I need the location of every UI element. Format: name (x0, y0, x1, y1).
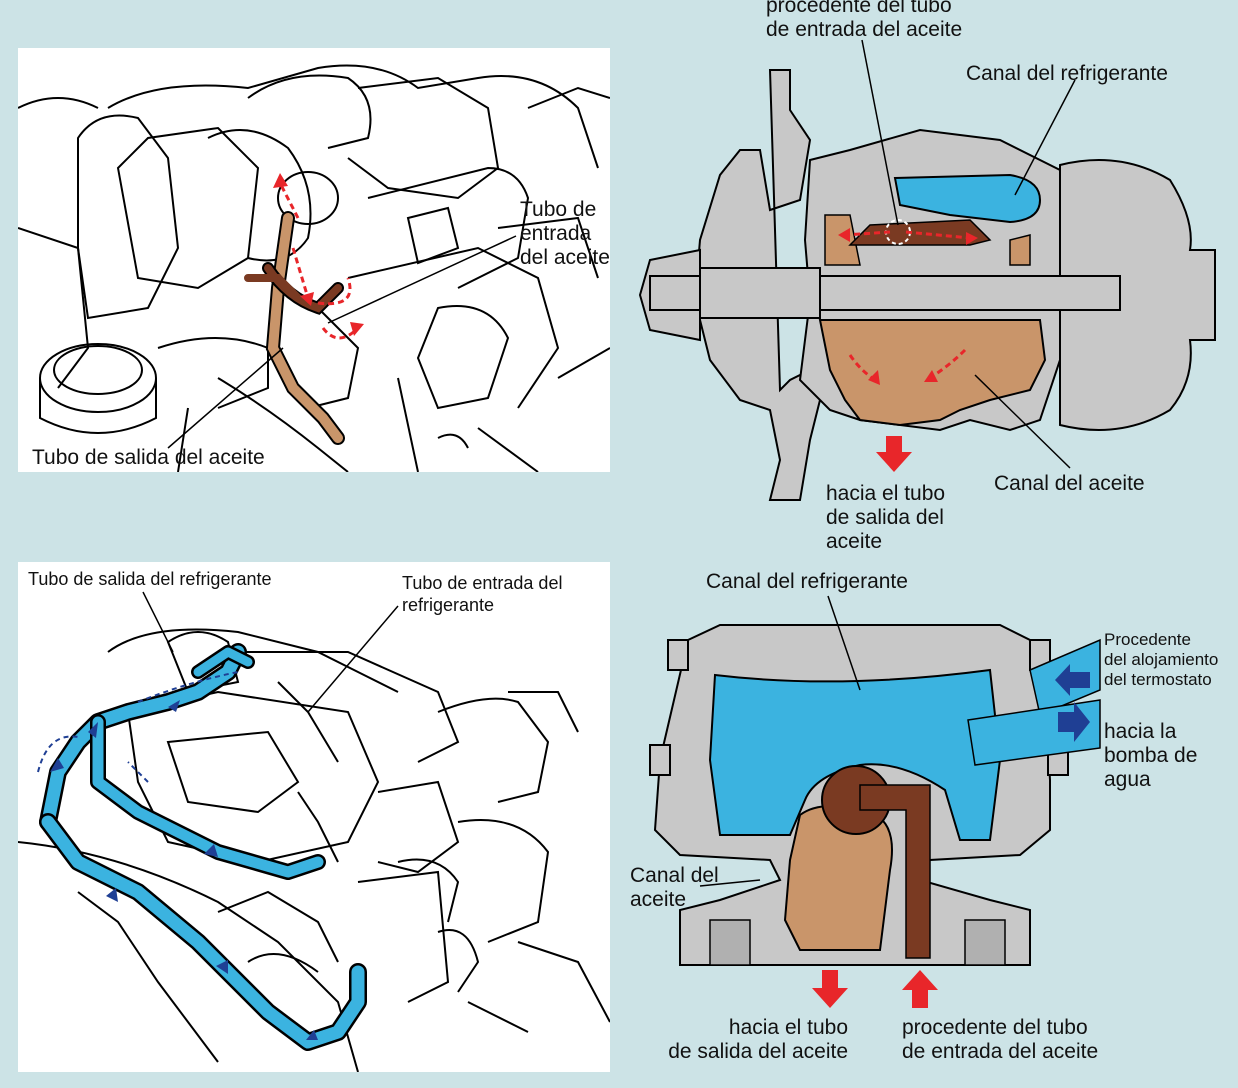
to-water-pump-label: hacia la bomba de agua (1104, 720, 1198, 791)
oil-channel-bottom-label: Canal del aceite (630, 864, 719, 911)
to-oil-outlet-label: hacia el tubo de salida del aceite (826, 482, 946, 553)
coolant-outlet-pipe-label: Tubo de salida del refrigerante (28, 569, 272, 589)
oil-channel-top-label: Canal del aceite (994, 472, 1145, 495)
oil-inlet-pipe-label: Tubo de entrada del aceite (520, 198, 610, 269)
engine-oil-pipes-drawing (18, 64, 610, 472)
oil-outlet-pipe-label: Tubo de salida del aceite (32, 446, 265, 469)
to-oil-outlet-bottom-label: hacia el tubo de salida del aceite (668, 1016, 848, 1063)
from-oil-inlet-label: procedente del tubo de entrada del aceit… (766, 0, 963, 41)
engine-coolant-pipes-panel: Tubo de salida del refrigerante Tubo de … (18, 562, 610, 1072)
from-thermostat-label: Procedente del alojamiento del termostat… (1104, 630, 1219, 689)
engine-oil-pipes-panel: Tubo de entrada del aceite Tubo de salid… (18, 48, 610, 472)
from-oil-inlet-bottom-label: procedente del tubo de entrada del aceit… (902, 1016, 1099, 1063)
engine-coolant-pipes-drawing (18, 591, 610, 1072)
coolant-channel-top-label: Canal del refrigerante (966, 62, 1168, 85)
coolant-inlet-pipe-label: Tubo de entrada del refrigerante (402, 573, 563, 615)
coolant-channel-bottom-label: Canal del refrigerante (706, 570, 908, 593)
